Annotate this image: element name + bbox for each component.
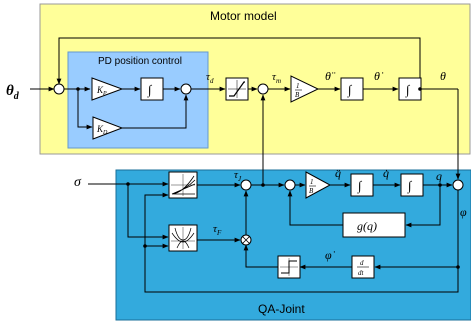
theta-d-label: θd: [6, 83, 20, 102]
motor-integrator-1-symbol: ∫: [347, 82, 353, 98]
branch-dot: [76, 87, 80, 91]
theta-ddot-label: θ̈: [325, 69, 336, 83]
gravity-block-label: g(q): [357, 219, 377, 233]
theta-feedback-wire: [56, 37, 421, 89]
motor-model-title: Motor model: [210, 9, 277, 23]
qa-joint-title: QA-Joint: [258, 302, 305, 316]
derivative-den: dt: [358, 269, 365, 277]
kd-gain-block: [92, 116, 124, 140]
motor-integrator-2-symbol: ∫: [405, 82, 411, 98]
joint-integrator-2-symbol: ∫: [407, 178, 413, 194]
tau-f-label: τF: [213, 223, 222, 237]
error-to-kd-wire: [77, 89, 93, 130]
tau-j-label: τJ: [234, 169, 242, 183]
joint-gain-den: B: [309, 187, 314, 195]
kd-label: KD: [96, 124, 108, 136]
sum-junction-4: [240, 179, 252, 191]
phi-feedback-branch-dot: [143, 244, 147, 248]
motor-gain-num: 1: [296, 82, 300, 90]
theta-dot-label: θ̇: [374, 69, 384, 83]
q-label: q: [436, 169, 442, 183]
derivative-num: d: [360, 259, 364, 267]
sigma-label: σ: [74, 175, 82, 190]
sigma-branch-dot: [126, 182, 130, 186]
kp-label: KP: [96, 85, 107, 97]
q-dot-label: q̇: [383, 166, 389, 180]
gravity-block: [342, 212, 406, 238]
phi-label: φ: [460, 205, 467, 219]
tau-d-label: τd: [206, 71, 214, 85]
q-ddot-label: q̈: [335, 166, 341, 180]
tau-m-label: τm: [272, 71, 281, 85]
pd-integrator-symbol: ∫: [147, 82, 153, 98]
sum-junction-5: [284, 179, 296, 191]
gq-to-sum5-wire: [287, 190, 343, 226]
joint-integrator-1-symbol: ∫: [357, 178, 363, 194]
phi-dot-label: φ̇: [325, 248, 336, 262]
phi-feedback-to-stiffness-wire: [144, 192, 459, 293]
joint-integrator-2-block: [400, 173, 424, 197]
sum-junction-2: [180, 83, 192, 95]
pd-integrator-block: [140, 77, 164, 101]
motor-inertia-gain-block: [290, 75, 320, 103]
motor-integrator-2-block: [398, 77, 422, 101]
motor-integrator-1-block: [340, 77, 364, 101]
motor-gain-den: B: [295, 91, 300, 99]
kp-gain-block: [91, 77, 124, 101]
sum-junction-1: [53, 83, 65, 95]
kd-to-sum2-wire: [122, 94, 189, 129]
theta-label: θ: [440, 69, 446, 83]
theta-branch-dot: [418, 87, 422, 91]
q-branch-dot: [438, 183, 442, 187]
q-to-gq-wire: [405, 185, 441, 228]
joint-integrator-1-block: [350, 173, 374, 197]
joint-inertia-gain-block: [305, 171, 332, 199]
sign-to-mult-wire: [243, 244, 278, 268]
sum-junction-3: [257, 83, 269, 95]
pd-control-title: PD position control: [98, 56, 182, 67]
phi-branch-dot: [456, 265, 460, 269]
tau-j-branch-dot: [261, 183, 265, 187]
sigma-to-friction-wire: [127, 184, 169, 240]
sum-junction-phi: [452, 179, 464, 191]
multiply-cross-b: [242, 236, 250, 244]
joint-gain-num: 1: [310, 178, 314, 186]
